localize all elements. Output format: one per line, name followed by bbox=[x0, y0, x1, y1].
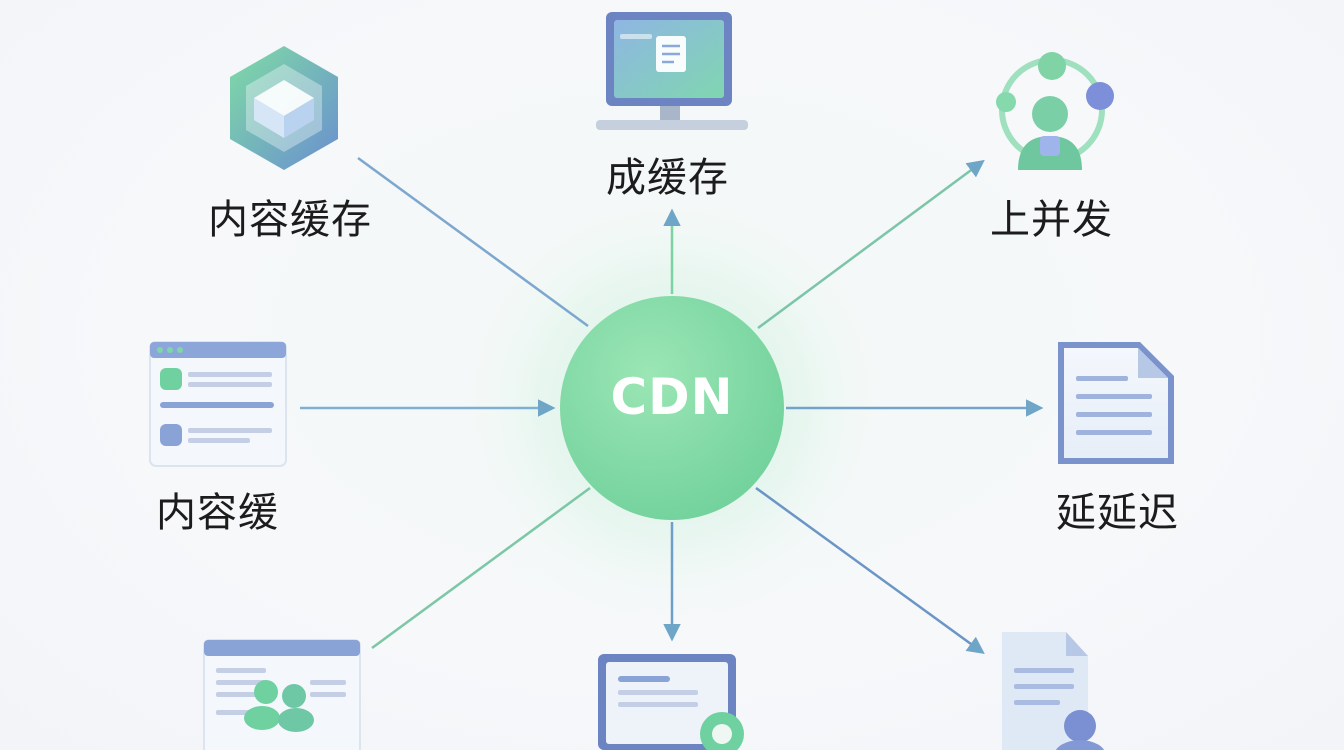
node-label-top-left: 内容缓存 bbox=[208, 197, 372, 243]
monitor-user-icon bbox=[598, 654, 744, 750]
document-user-icon bbox=[1002, 632, 1105, 750]
document-icon bbox=[1058, 342, 1174, 464]
browser-users-icon bbox=[203, 639, 361, 750]
node-label-middle-left: 内容缓 bbox=[156, 490, 279, 536]
monitor-document-icon bbox=[596, 12, 748, 130]
connectors bbox=[300, 156, 1044, 655]
connector-top-left bbox=[357, 156, 589, 328]
user-network-icon bbox=[996, 52, 1114, 170]
layered-cube-icon bbox=[230, 46, 338, 170]
connector-top-right bbox=[757, 159, 985, 330]
node-label-top-center: 成缓存 bbox=[606, 155, 729, 201]
cdn-hub bbox=[560, 296, 784, 520]
node-label-top-right: 上并发 bbox=[990, 197, 1113, 243]
connector-bottom-left bbox=[371, 486, 591, 650]
cdn-hub-label: CDN bbox=[610, 368, 734, 426]
node-label-middle-right: 延延迟 bbox=[1056, 490, 1179, 536]
browser-window-icon bbox=[149, 341, 287, 467]
connector-bottom-right bbox=[755, 486, 985, 655]
